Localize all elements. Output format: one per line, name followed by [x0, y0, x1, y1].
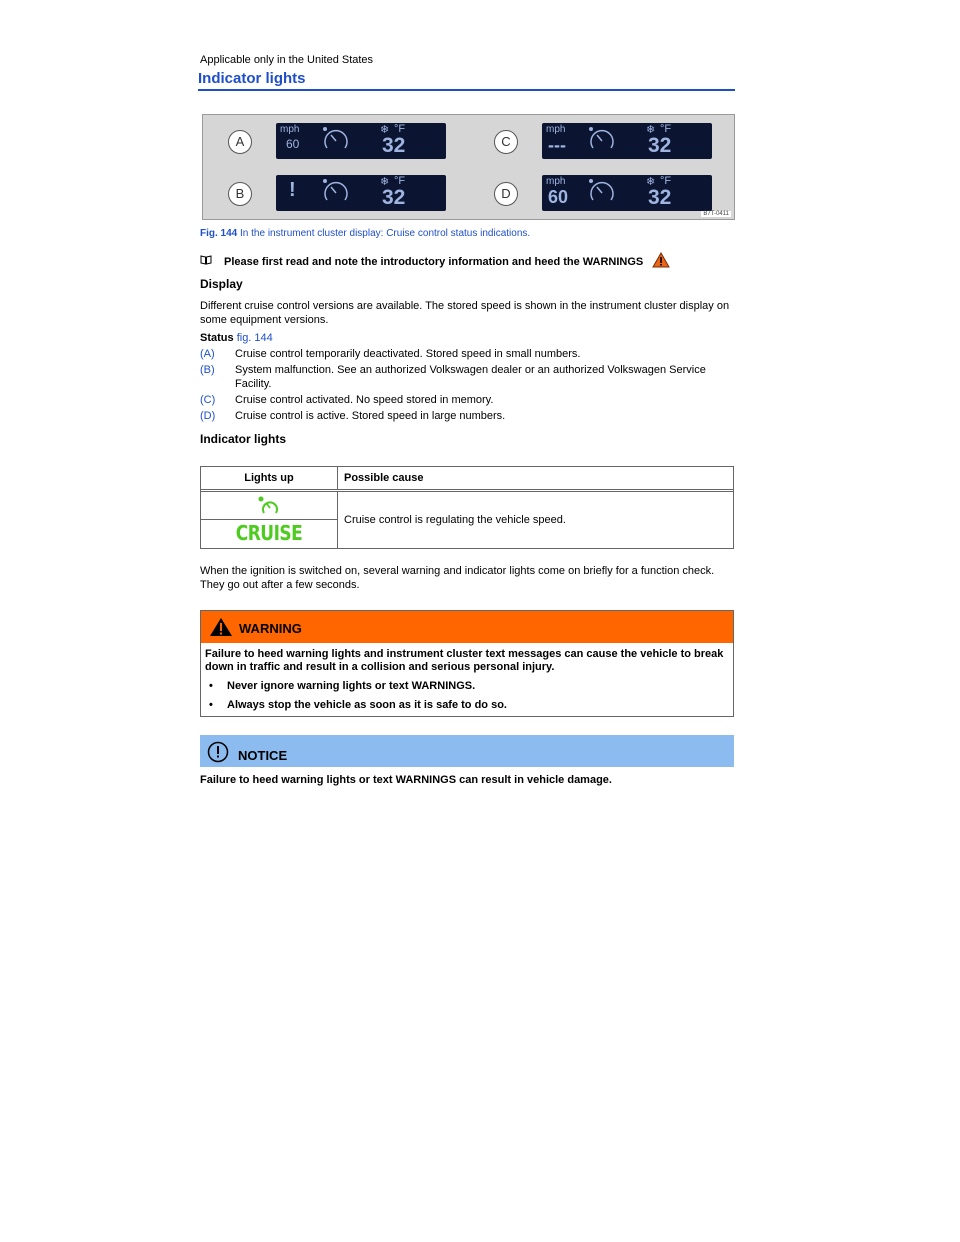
table-header: Lights up Possible cause: [201, 467, 733, 492]
book-icon: [200, 255, 212, 268]
snowflake-icon: ❄: [646, 176, 656, 188]
section-heading-display: Display: [200, 277, 243, 291]
notice-text: Failure to heed warning lights or text W…: [200, 774, 612, 786]
temp-unit: °F: [394, 123, 406, 135]
indicator-icons: CRUISE: [201, 492, 338, 548]
icon-cell: CRUISE: [201, 519, 337, 547]
status-key[interactable]: (D): [200, 410, 216, 422]
figure-panel-d: D mph 60 ❄ °F 32: [472, 169, 734, 218]
intro-text: Please first read and note the introduct…: [224, 256, 644, 268]
warning-body: Failure to heed warning lights and instr…: [201, 643, 733, 716]
applicability-note: Applicable only in the United States: [200, 54, 374, 66]
outside-temp: 32: [382, 186, 406, 209]
figure-caption: Fig. 144 In the instrument cluster displ…: [200, 228, 530, 239]
status-text: Cruise control temporarily deactivated. …: [235, 348, 581, 360]
ignition-paragraph: When the ignition is switched on, severa…: [200, 565, 715, 591]
figure-instrument-cluster: A mph 60 ❄ °F 32 C mph ---: [202, 114, 735, 220]
stored-speed: 60: [548, 187, 569, 207]
indicator-table: Lights up Possible cause CRUISE Cruise c…: [200, 466, 734, 549]
warning-box: WARNING Failure to heed warning lights a…: [200, 610, 734, 717]
page-title: Indicator lights: [198, 70, 735, 91]
speed-unit: mph: [546, 176, 566, 187]
notice-title: NOTICE: [238, 748, 288, 763]
display-paragraph: Different cruise control versions are av…: [200, 300, 730, 326]
cluster-display: mph 60 ❄ °F 32: [276, 123, 446, 159]
figure-id: B7T-0411: [701, 211, 731, 217]
figure-panel-c: C mph --- ❄ °F 32: [472, 117, 734, 166]
table-row: CRUISE Cruise control is regulating the …: [201, 492, 733, 548]
speed-unit: mph: [546, 124, 566, 135]
cruise-control-icon: [589, 127, 614, 149]
section-heading-indicator-lights: Indicator lights: [200, 432, 287, 446]
warning-triangle-icon: [210, 618, 232, 636]
temp-unit: °F: [394, 175, 406, 187]
status-key[interactable]: (C): [200, 394, 216, 406]
warning-text: Failure to heed warning lights and instr…: [205, 648, 724, 673]
intro-note: Please first read and note the introduct…: [200, 251, 671, 268]
warning-bullet-text: Never ignore warning lights or text WARN…: [227, 680, 476, 692]
temp-unit: °F: [660, 123, 672, 135]
bullet-icon: •: [209, 680, 213, 692]
stored-speed: ---: [548, 135, 566, 155]
status-text: System malfunction. See an authorized Vo…: [235, 364, 706, 390]
cluster-display: ! ❄ °F 32: [276, 175, 446, 211]
status-key[interactable]: (A): [200, 348, 215, 360]
snowflake-icon: ❄: [646, 124, 656, 136]
status-text: Cruise control activated. No speed store…: [235, 394, 494, 406]
temp-unit: °F: [660, 175, 672, 187]
warning-bullet-text: Always stop the vehicle as soon as it is…: [227, 699, 507, 711]
snowflake-icon: ❄: [380, 176, 390, 188]
status-item-b: (B) System malfunction. See an authorize…: [200, 363, 735, 391]
status-label: Status: [200, 332, 234, 344]
notice-exclamation-icon: [207, 741, 229, 763]
panel-label: A: [228, 130, 252, 154]
column-header-lights-up: Lights up: [201, 467, 338, 489]
figure-panel-a: A mph 60 ❄ °F 32: [206, 117, 468, 166]
status-key[interactable]: (B): [200, 364, 215, 376]
cruise-control-icon: [323, 127, 348, 149]
warning-header: WARNING: [201, 611, 733, 643]
cluster-display: mph --- ❄ °F 32: [542, 123, 712, 159]
outside-temp: 32: [648, 186, 672, 209]
figure-caption-text: In the instrument cluster display: Cruis…: [237, 228, 531, 239]
status-item-c: (C) Cruise control activated. No speed s…: [200, 393, 735, 407]
status-list: (A) Cruise control temporarily deactivat…: [200, 347, 735, 425]
figure-panel-b: B ! ❄ °F 32: [206, 169, 468, 218]
status-item-d: (D) Cruise control is active. Stored spe…: [200, 409, 735, 423]
panel-label: C: [494, 130, 518, 154]
outside-temp: 32: [648, 134, 672, 157]
warning-triangle-icon: [652, 251, 671, 268]
status-heading: Status fig. 144: [200, 332, 273, 344]
possible-cause-cell: Cruise control is regulating the vehicle…: [344, 514, 566, 526]
malfunction-indicator: !: [289, 179, 296, 201]
speed-unit: mph: [280, 124, 300, 135]
cruise-indicator-icon: CRUISE: [235, 521, 303, 546]
warning-title: WARNING: [239, 621, 302, 636]
status-item-a: (A) Cruise control temporarily deactivat…: [200, 347, 735, 361]
cluster-display: mph 60 ❄ °F 32: [542, 175, 712, 211]
bullet-icon: •: [209, 699, 213, 711]
cruise-control-icon: [589, 179, 614, 201]
stored-speed: 60: [286, 137, 300, 151]
panel-label: B: [228, 182, 252, 206]
cruise-control-icon: [323, 179, 348, 201]
warning-bullet: • Never ignore warning lights or text WAR…: [205, 680, 727, 693]
notice-header: NOTICE: [200, 735, 734, 767]
figure-link[interactable]: fig. 144: [236, 332, 273, 344]
cruise-control-icon: [258, 496, 278, 514]
column-header-possible-cause: Possible cause: [344, 472, 424, 484]
status-text: Cruise control is active. Stored speed i…: [235, 410, 506, 422]
outside-temp: 32: [382, 134, 406, 157]
snowflake-icon: ❄: [380, 124, 390, 136]
panel-label: D: [494, 182, 518, 206]
icon-cell: [201, 492, 337, 519]
warning-bullet: • Always stop the vehicle as soon as it i…: [205, 699, 727, 712]
figure-number: Fig. 144: [200, 228, 238, 239]
